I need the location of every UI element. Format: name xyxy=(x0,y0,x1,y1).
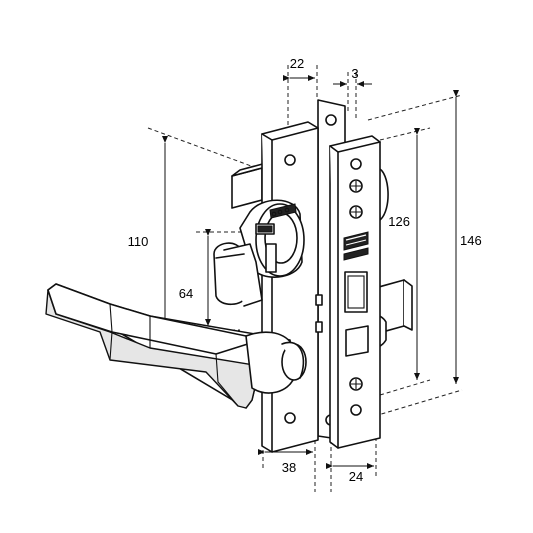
label-126: 126 xyxy=(388,214,410,229)
dimension-146 xyxy=(367,90,463,419)
label-146: 146 xyxy=(460,233,482,248)
screw-icon xyxy=(349,205,363,219)
dimension-3 xyxy=(333,72,372,118)
dimension-22 xyxy=(283,65,318,135)
bolt-window xyxy=(344,271,368,313)
screw-icon xyxy=(349,377,363,391)
faceplate xyxy=(329,135,381,449)
label-110: 110 xyxy=(128,234,149,249)
dimension-126 xyxy=(379,127,431,396)
screw-icon xyxy=(349,179,363,193)
lever-handle xyxy=(45,283,307,409)
brand-logo xyxy=(343,231,369,261)
label-38: 38 xyxy=(282,460,296,475)
key-cylinder xyxy=(213,199,305,307)
label-24: 24 xyxy=(349,469,363,484)
label-64: 64 xyxy=(179,286,193,301)
label-22: 22 xyxy=(290,56,304,71)
escutcheon-plate xyxy=(261,121,323,453)
label-3: 3 xyxy=(351,66,358,81)
